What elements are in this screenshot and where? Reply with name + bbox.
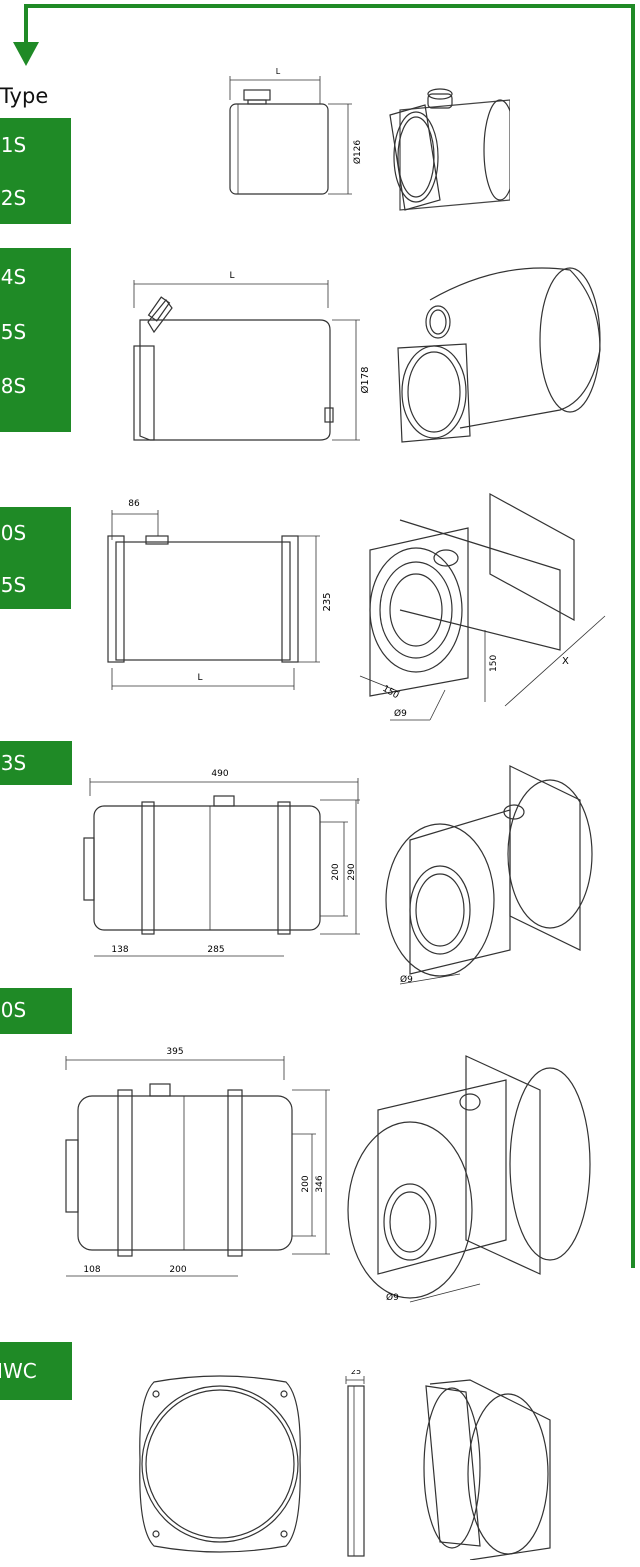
tank-drawing-10s-15s: 86 235 L X 150 150 Ø9 bbox=[107, 492, 606, 721]
dim-label: L bbox=[229, 271, 234, 281]
dim-label: Ø9 bbox=[400, 974, 413, 985]
dim-label: 200 bbox=[331, 863, 341, 880]
dim-label: 490 bbox=[211, 769, 228, 779]
dim-label: X bbox=[562, 656, 569, 667]
type-header: Type bbox=[0, 84, 49, 108]
model-badge-30s: 30S bbox=[0, 988, 72, 1034]
dim-label: 290 bbox=[347, 863, 357, 880]
tank-drawing-30s: 395 200 346 108 200 Ø9 bbox=[65, 1047, 591, 1303]
model-badge-nwc: NWC bbox=[0, 1342, 72, 1400]
dim-label: 25 bbox=[351, 1370, 361, 1376]
model-badge-10s: 10S bbox=[0, 507, 71, 559]
model-badge-01s: 01S bbox=[0, 118, 71, 172]
dim-label: L bbox=[276, 67, 281, 76]
dim-label: 150 bbox=[489, 655, 499, 672]
dim-label: 138 bbox=[111, 945, 128, 955]
dim-label: 150 bbox=[381, 684, 401, 701]
dim-label: 108 bbox=[83, 1265, 100, 1275]
dim-label: 285 bbox=[207, 945, 224, 955]
model-badge-04s: 04S bbox=[0, 248, 71, 306]
dim-label: 86 bbox=[128, 499, 140, 509]
dim-label: Ø126 bbox=[352, 140, 363, 165]
model-badge-23s: 23S bbox=[0, 741, 72, 785]
dim-label: Ø9 bbox=[386, 1292, 399, 1303]
model-badge-05s: 05S bbox=[0, 306, 71, 356]
tank-drawing-01s-02s: L Ø126 bbox=[229, 67, 510, 211]
tank-drawing-04s-08s: L Ø178 bbox=[133, 267, 601, 443]
dim-label: 395 bbox=[166, 1047, 183, 1057]
dim-label: 235 bbox=[322, 592, 333, 611]
tank-drawing-23s: 490 200 290 138 285 Ø9 bbox=[83, 765, 593, 985]
dim-label: Ø9 bbox=[394, 708, 407, 719]
arrow-down-icon bbox=[13, 42, 39, 66]
dim-label: 346 bbox=[315, 1175, 325, 1192]
model-badge-02s: 02S bbox=[0, 172, 71, 224]
model-badge-08s: 08S bbox=[0, 356, 71, 432]
dim-label: 200 bbox=[169, 1265, 186, 1275]
model-badge-15s: 15S bbox=[0, 559, 71, 609]
flange-drawing-nwc: 25 bbox=[139, 1370, 551, 1560]
dim-label: 200 bbox=[301, 1175, 311, 1192]
dim-label: L bbox=[197, 673, 202, 683]
dim-label: Ø178 bbox=[359, 367, 371, 394]
